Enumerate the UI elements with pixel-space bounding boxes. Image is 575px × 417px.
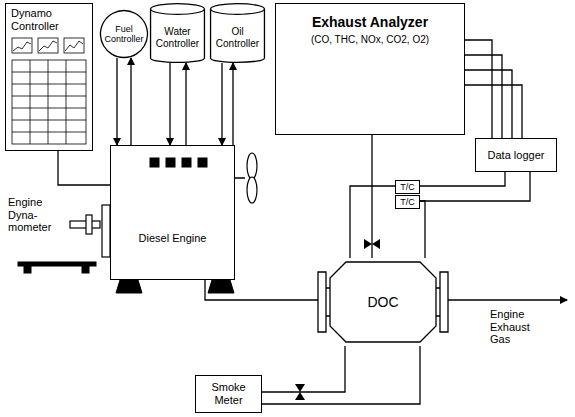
- node-title: T/C: [400, 197, 415, 207]
- node-title: Diesel Engine: [139, 232, 207, 245]
- node-detail: (CO, THC, NOx, CO2, O2): [311, 34, 429, 46]
- connector-line: [205, 280, 318, 300]
- engine-detail: [116, 153, 257, 293]
- connector-line: [465, 70, 512, 138]
- controller-panel: [12, 38, 86, 144]
- node-title: Smoke Meter: [199, 381, 258, 406]
- node-title: Water Controller: [153, 26, 202, 49]
- node-title: Dynamo Controller: [11, 7, 88, 32]
- connector-line: [116, 58, 117, 145]
- controller-tank: Oil Controller: [210, 3, 265, 63]
- engine-box: Diesel Engine: [110, 145, 235, 280]
- node-title: Data logger: [488, 149, 545, 162]
- thermocouple-box: T/C: [395, 195, 420, 209]
- node-title: Exhaust Analyzer: [312, 14, 428, 30]
- connector-line: [232, 63, 233, 145]
- node-title: Oil Controller: [213, 26, 262, 49]
- analyzer-box: Exhaust Analyzer (CO, THC, NOx, CO2, O2): [275, 3, 465, 135]
- connector-line: [262, 346, 345, 392]
- connector-line: [420, 172, 530, 201]
- connector-line: [58, 151, 110, 185]
- part-label: Engine Exhaust Gas: [490, 308, 552, 346]
- catalyst-housing: DOC: [318, 258, 448, 346]
- node-title: Fuel Controller: [102, 24, 146, 45]
- connector-line: [420, 172, 505, 186]
- connector-line: [221, 63, 222, 145]
- controller-box: Dynamo Controller: [5, 3, 93, 151]
- thermocouple-box: T/C: [395, 180, 420, 194]
- connector-line: [465, 85, 522, 138]
- process-box: Data logger: [475, 138, 557, 172]
- part-label: Engine Dyna- mometer: [8, 196, 64, 234]
- controller-tank: Water Controller: [150, 3, 205, 63]
- connector-line: [169, 63, 170, 145]
- connector-line: [465, 55, 502, 138]
- process-box: Smoke Meter: [195, 375, 262, 413]
- connector-line: [262, 346, 420, 404]
- connector-line: [350, 186, 395, 258]
- exhaust-outlet-arrow: [448, 299, 567, 300]
- connector-line: [185, 63, 186, 145]
- node-title: T/C: [400, 182, 415, 192]
- controller-circle: Fuel Controller: [100, 10, 148, 58]
- connector-line: [420, 201, 425, 258]
- connector-line: [130, 58, 131, 145]
- node-title: DOC: [367, 294, 398, 310]
- connector-line: [371, 135, 372, 258]
